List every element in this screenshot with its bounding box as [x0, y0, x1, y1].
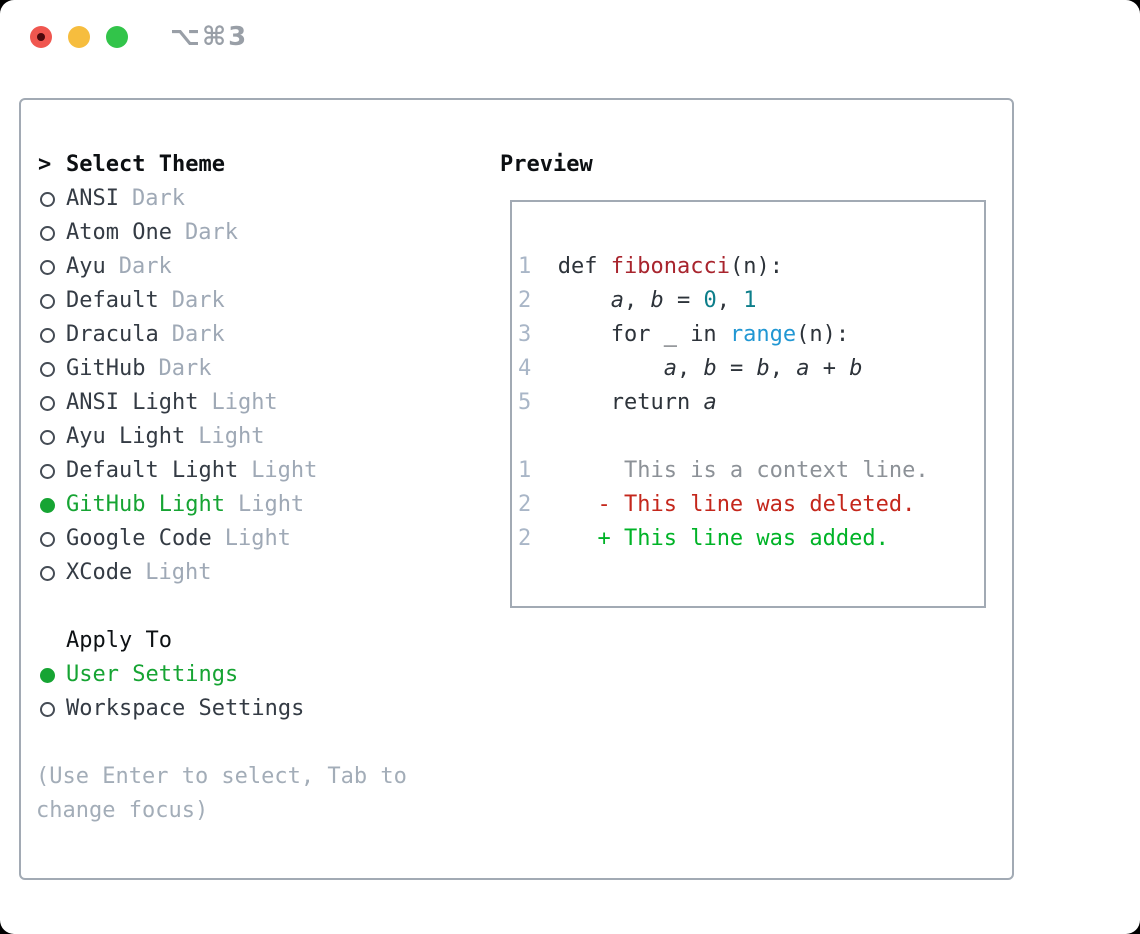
preview-line: 1 def fibonacci(n): — [518, 254, 783, 279]
hint-text: (Use Enter to select, Tab to change focu… — [36, 760, 476, 828]
preview-line: 3 for _ in range(n): — [518, 322, 850, 347]
radio-icon — [40, 225, 55, 241]
select-theme-title: Select Theme — [66, 152, 225, 177]
item-variant-label: Dark — [184, 220, 238, 245]
theme-item-atom-one[interactable]: Atom One Dark — [21, 216, 491, 250]
radio-icon — [40, 463, 55, 479]
radio-selected-icon — [40, 497, 55, 513]
preview-title: Preview — [500, 152, 593, 177]
item-variant-label: Light — [237, 492, 305, 517]
item-variant-label: Dark — [171, 288, 225, 313]
item-label: Ayu — [66, 254, 106, 279]
window-shortcut-label: ⌥⌘3 — [170, 22, 249, 52]
theme-item-ayu[interactable]: Ayu Dark — [21, 250, 491, 284]
theme-item-google-code[interactable]: Google Code Light — [21, 522, 491, 556]
preview-line — [518, 420, 984, 454]
item-variant-label: Light — [198, 424, 265, 449]
record-dot-icon — [37, 33, 45, 41]
preview-line: 1 This is a context line. — [518, 458, 929, 483]
radio-icon — [40, 701, 55, 717]
hint-line-2: change focus) — [36, 798, 209, 823]
theme-item-ansi[interactable]: ANSI Dark — [21, 182, 491, 216]
item-label: Ayu Light — [66, 424, 186, 449]
theme-item-github[interactable]: GitHub Dark — [21, 352, 491, 386]
radio-selected-icon — [40, 667, 55, 683]
item-label: Atom One — [66, 220, 172, 245]
preview-line: 4 a, b = b, a + b — [518, 356, 863, 381]
preview-line: 5 return a — [518, 390, 717, 415]
theme-item-xcode[interactable]: XCode Light — [21, 556, 491, 590]
radio-icon — [40, 395, 55, 411]
apply-to-header: Apply To — [21, 624, 491, 658]
preview-lines: 1 def fibonacci(n): 2 a, b = 0, 1 3 for _ … — [512, 202, 984, 556]
item-label: GitHub — [66, 356, 146, 381]
item-label: Default — [66, 288, 159, 313]
item-label: Dracula — [66, 322, 159, 347]
apply-option-workspace-settings[interactable]: Workspace Settings — [21, 692, 491, 726]
radio-icon — [40, 565, 55, 581]
item-variant-label: Light — [145, 560, 212, 585]
apply-option-user-settings[interactable]: User Settings — [21, 658, 491, 692]
preview-line: 2 + This line was added. — [518, 526, 889, 551]
select-theme-header: > Select Theme — [21, 148, 491, 182]
item-variant-label: Light — [211, 390, 278, 415]
radio-icon — [40, 361, 55, 377]
zoom-button[interactable] — [106, 26, 128, 48]
hint-line-1: (Use Enter to select, Tab to — [36, 764, 407, 789]
radio-icon — [40, 259, 55, 275]
radio-icon — [40, 429, 55, 445]
apply-to-title: Apply To — [66, 628, 172, 653]
radio-icon — [40, 327, 55, 343]
item-variant-label: Dark — [131, 186, 185, 211]
preview-line: 2 - This line was deleted. — [518, 492, 916, 517]
item-label: Google Code — [66, 526, 212, 551]
item-label: ANSI Light — [66, 390, 199, 415]
theme-item-default[interactable]: Default Dark — [21, 284, 491, 318]
theme-item-dracula[interactable]: Dracula Dark — [21, 318, 491, 352]
radio-icon — [40, 191, 55, 207]
item-label: Workspace Settings — [66, 696, 305, 721]
prompt-icon: > — [38, 152, 52, 177]
item-label: Default Light — [66, 458, 239, 483]
theme-item-github-light[interactable]: GitHub Light Light — [21, 488, 491, 522]
item-label: XCode — [66, 560, 133, 585]
preview-box: 1 def fibonacci(n): 2 a, b = 0, 1 3 for _ … — [510, 200, 986, 608]
item-variant-label: Dark — [158, 356, 212, 381]
item-variant-label: Dark — [118, 254, 172, 279]
item-variant-label: Light — [224, 526, 291, 551]
item-label: ANSI — [66, 186, 119, 211]
theme-item-ayu-light[interactable]: Ayu Light Light — [21, 420, 491, 454]
item-label: User Settings — [66, 662, 239, 687]
radio-icon — [40, 293, 55, 309]
item-variant-label: Light — [251, 458, 318, 483]
minimize-button[interactable] — [68, 26, 90, 48]
theme-item-default-light[interactable]: Default Light Light — [21, 454, 491, 488]
close-button[interactable] — [30, 26, 52, 48]
theme-item-ansi-light[interactable]: ANSI Light Light — [21, 386, 491, 420]
radio-icon — [40, 531, 55, 547]
item-variant-label: Dark — [171, 322, 225, 347]
preview-line: 2 a, b = 0, 1 — [518, 288, 757, 313]
item-label: GitHub Light — [66, 492, 225, 517]
